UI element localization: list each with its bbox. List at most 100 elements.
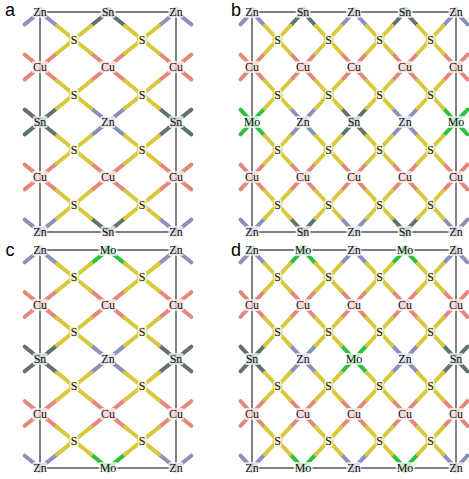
sulfur-atom — [375, 272, 385, 282]
atom-label: Cu — [100, 61, 116, 73]
atom-label: S — [426, 326, 435, 338]
atom-label: Cu — [32, 61, 48, 73]
atom-label: S — [70, 89, 79, 101]
sulfur-atom — [375, 90, 385, 100]
unit-cell — [40, 250, 176, 468]
atom-label: Cu — [168, 408, 184, 420]
atom-label: Sn — [169, 353, 184, 365]
atom-label: S — [375, 380, 384, 392]
sulfur-atom — [137, 145, 147, 155]
atom-label: Zn — [244, 462, 259, 474]
atom-label: Zn — [448, 226, 463, 238]
atom-label: Zn — [32, 226, 47, 238]
atom-label: Sn — [449, 353, 464, 365]
atom-label: Cu — [100, 299, 116, 311]
atom-label: S — [138, 144, 147, 156]
atom-label: S — [324, 144, 333, 156]
atom-label: Zn — [244, 226, 259, 238]
sulfur-atom — [426, 200, 436, 210]
atom-label: Cu — [346, 408, 362, 420]
atom-label: S — [138, 380, 147, 392]
atom-label: Sn — [169, 116, 184, 128]
atom-label: Cu — [244, 61, 260, 73]
atom-label: Mo — [99, 244, 118, 256]
atom-label: Zn — [32, 244, 47, 256]
atom-label: Sn — [296, 226, 311, 238]
atom-label: Sn — [296, 6, 311, 18]
sulfur-atom — [273, 145, 283, 155]
atom-label: S — [273, 34, 282, 46]
atom-label: Zn — [168, 226, 183, 238]
sulfur-atom — [426, 145, 436, 155]
atom-label: Mo — [447, 116, 466, 128]
atom-label: S — [273, 326, 282, 338]
atom-label: Cu — [32, 299, 48, 311]
atom-label: Zn — [448, 6, 463, 18]
atom-label: Cu — [397, 171, 413, 183]
atom-label: Zn — [295, 353, 310, 365]
atom-label: Mo — [396, 462, 415, 474]
atom-label: Zn — [397, 116, 412, 128]
sulfur-atom — [137, 327, 147, 337]
atom-label: S — [324, 34, 333, 46]
atom-label: S — [138, 271, 147, 283]
sulfur-atom — [273, 35, 283, 45]
atom-label: Zn — [346, 244, 361, 256]
atom-label: S — [70, 199, 79, 211]
atom-label: Cu — [295, 408, 311, 420]
atom-label: Zn — [397, 353, 412, 365]
sulfur-atom — [324, 200, 334, 210]
sulfur-atom — [375, 145, 385, 155]
sulfur-atom — [426, 436, 436, 446]
sulfur-atom — [324, 90, 334, 100]
unit-cell — [252, 250, 456, 468]
atom-label: Sn — [101, 226, 116, 238]
atom-label: Zn — [346, 462, 361, 474]
atom-label: Mo — [99, 462, 118, 474]
sulfur-atom — [273, 436, 283, 446]
atom-label: Zn — [168, 6, 183, 18]
atom-label: S — [375, 34, 384, 46]
sulfur-atom — [324, 272, 334, 282]
sulfur-atom — [375, 436, 385, 446]
atom-label: Zn — [244, 244, 259, 256]
panel-letter: c — [6, 241, 15, 259]
atom-label: Cu — [100, 171, 116, 183]
sulfur-atom — [69, 90, 79, 100]
atom-label: S — [70, 144, 79, 156]
atom-label: Cu — [168, 299, 184, 311]
atom-label: Cu — [448, 171, 464, 183]
atom-label: S — [426, 144, 435, 156]
atom-label: S — [426, 271, 435, 283]
sulfur-atom — [69, 35, 79, 45]
atom-label: Cu — [295, 171, 311, 183]
atom-label: Sn — [33, 116, 48, 128]
atom-label: S — [324, 435, 333, 447]
atom-label: Zn — [100, 116, 115, 128]
atom-label: Mo — [243, 116, 262, 128]
atom-label: Cu — [295, 61, 311, 73]
panel-letter: d — [231, 241, 241, 259]
atom-label: Cu — [32, 408, 48, 420]
sulfur-atom — [69, 436, 79, 446]
atom-label: Cu — [397, 408, 413, 420]
atom-label: Zn — [295, 116, 310, 128]
atom-label: Sn — [398, 6, 413, 18]
atom-label: S — [70, 380, 79, 392]
sulfur-atom — [69, 145, 79, 155]
atom-label: S — [426, 199, 435, 211]
atom-label: Zn — [168, 462, 183, 474]
sulfur-atom — [324, 145, 334, 155]
sulfur-atom — [69, 200, 79, 210]
atom-label: S — [138, 34, 147, 46]
atom-label: S — [273, 144, 282, 156]
atom-label: Zn — [448, 244, 463, 256]
sulfur-atom — [273, 200, 283, 210]
sulfur-atom — [137, 436, 147, 446]
sulfur-atom — [324, 35, 334, 45]
sulfur-atom — [375, 35, 385, 45]
sulfur-atom — [324, 327, 334, 337]
atom-label: Zn — [346, 6, 361, 18]
atom-label: S — [70, 326, 79, 338]
sulfur-atom — [137, 35, 147, 45]
